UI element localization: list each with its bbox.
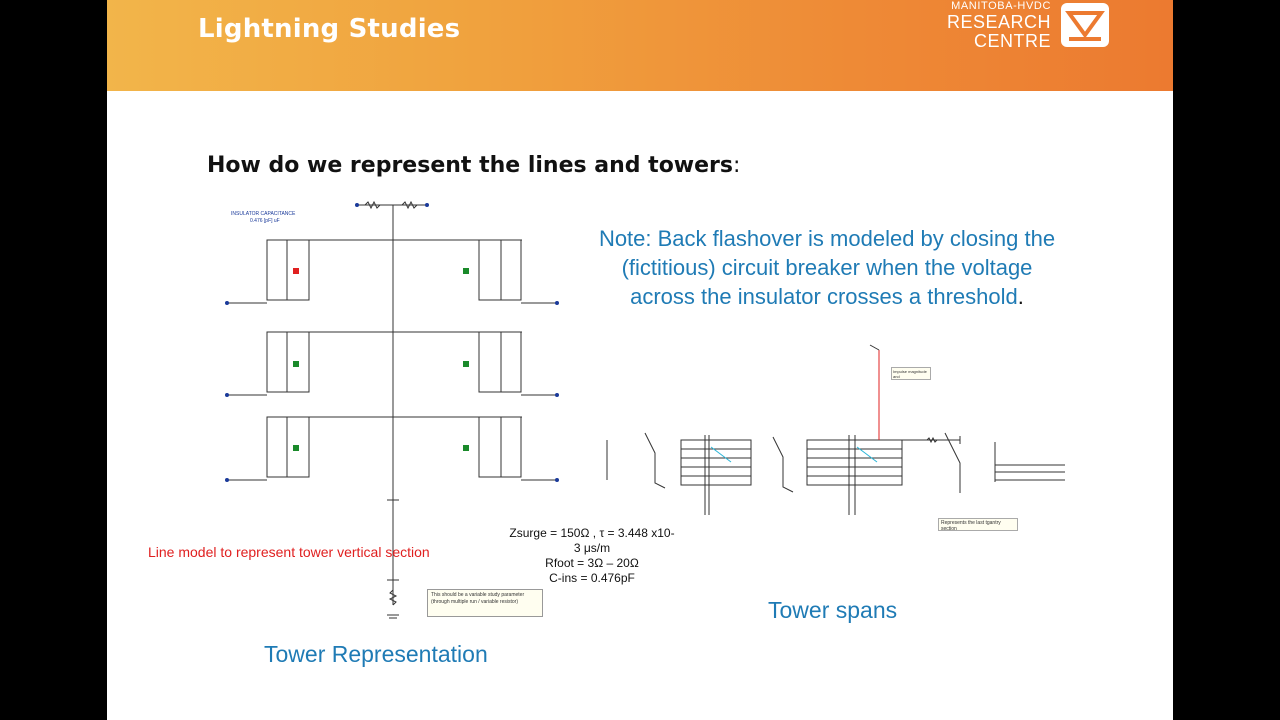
variable-parameter-note: This should be a variable study paramete… xyxy=(427,589,543,617)
slide: Lightning Studies MANITOBA-HVDC RESEARCH… xyxy=(107,0,1173,720)
param-rfoot: Rfoot = 3Ω – 20Ω xyxy=(545,556,639,570)
tower-parameters: Zsurge = 150Ω , τ = 3.448 x10- 3 μs/m Rf… xyxy=(487,526,697,586)
diode-logo-icon xyxy=(1061,3,1109,47)
impulse-note: Impulse magnitude and xyxy=(891,367,931,380)
logo-line-1: MANITOBA-HVDC xyxy=(951,0,1051,12)
slide-title: Lightning Studies xyxy=(198,14,461,44)
logo-text: MANITOBA-HVDC RESEARCH CENTRE xyxy=(946,0,1051,51)
param-cins: C-ins = 0.476pF xyxy=(549,571,635,585)
line-model-label: Line model to represent tower vertical s… xyxy=(148,544,430,560)
caption-tower-spans: Tower spans xyxy=(768,597,898,623)
slide-header: Lightning Studies MANITOBA-HVDC RESEARCH… xyxy=(107,0,1173,91)
tower-schematic xyxy=(225,200,559,619)
param-zsurge-cont: 3 μs/m xyxy=(573,541,611,555)
insulator-label: INSULATOR CAPACITANCE xyxy=(231,211,296,217)
caption-tower-representation: Tower Representation xyxy=(264,641,488,667)
param-zsurge: Zsurge = 150Ω , τ = 3.448 x10- xyxy=(509,526,675,540)
logo-line-3: CENTRE xyxy=(973,31,1051,51)
logo-line-2: RESEARCH xyxy=(946,12,1051,32)
last-gantry-note: Represents the last tgantry section xyxy=(938,518,1018,532)
back-flashover-note: Note: Back flashover is modeled by closi… xyxy=(598,226,1056,309)
tower-spans-schematic xyxy=(606,344,1065,515)
insulator-value: 0.476 [pF] uF xyxy=(250,218,280,224)
question-heading: How do we represent the lines and towers… xyxy=(207,153,741,178)
